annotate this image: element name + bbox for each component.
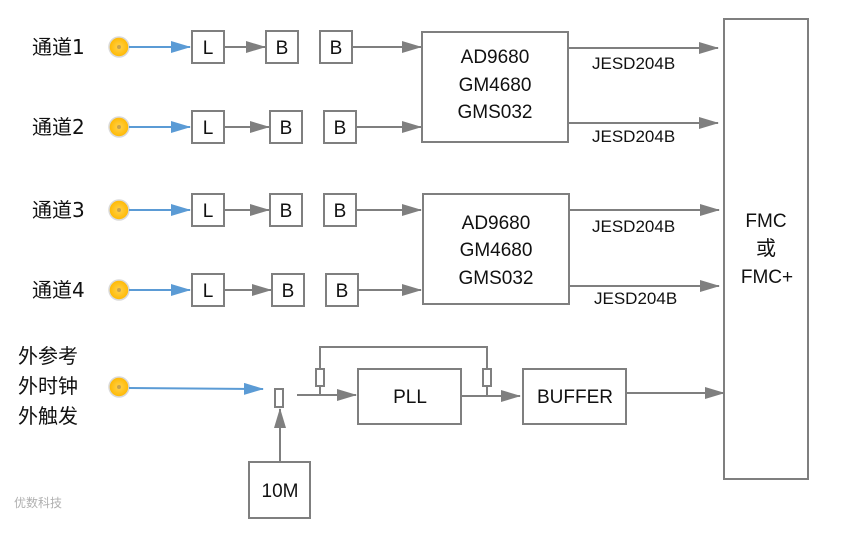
jesd-link-1-label: JESD204B (592, 54, 675, 73)
clock-switch (274, 388, 284, 408)
channel-label: 通道3 (32, 198, 85, 222)
stage-label: L (203, 201, 214, 222)
stage-label: B (330, 38, 343, 59)
stage-b2: B (319, 30, 353, 64)
adc-2-line-2: GM4680 (460, 240, 533, 261)
channel-label: 通道4 (32, 278, 85, 302)
adc-1-line-2: GM4680 (459, 75, 532, 96)
stage-label: B (336, 281, 349, 302)
stage-b1: B (271, 273, 305, 307)
adc-1-line-3: GMS032 (458, 102, 533, 123)
fmc-line-1: FMC (745, 211, 786, 232)
bypass-resistor-1 (315, 368, 325, 387)
stage-label: B (280, 201, 293, 222)
stage-label: B (276, 38, 289, 59)
stage-b2: B (323, 110, 357, 144)
pll-label: PLL (393, 387, 427, 408)
stage-label: B (282, 281, 295, 302)
channel-connector-icon (108, 279, 130, 301)
stage-l: L (191, 30, 225, 64)
stage-label: B (334, 201, 347, 222)
stage-b2: B (325, 273, 359, 307)
stage-l: L (191, 193, 225, 227)
stage-b2: B (323, 193, 357, 227)
bypass-resistor-2 (482, 368, 492, 387)
jesd-link-2-label: JESD204B (592, 127, 675, 146)
ref-10m-block: 10M (248, 461, 311, 519)
stage-label: L (203, 118, 214, 139)
stage-b1: B (269, 110, 303, 144)
stage-label: B (334, 118, 347, 139)
pll-block: PLL (357, 368, 462, 425)
buffer-label: BUFFER (537, 387, 613, 408)
stage-l: L (191, 273, 225, 307)
channel-1: 通道1 L B B (32, 30, 422, 64)
channel-3: 通道3 L B B (32, 193, 422, 227)
channel-label: 通道2 (32, 115, 85, 139)
stage-b1: B (265, 30, 299, 64)
bypass-path (319, 346, 488, 369)
external-label-line-2: 外时钟 (18, 374, 78, 398)
channel-4: 通道4 L B B (32, 273, 422, 307)
watermark: 优数科技 (14, 495, 62, 510)
fmc-connector-block: FMC 或 FMC+ (723, 18, 809, 480)
adc-2-line-1: AD9680 (462, 213, 531, 234)
stage-label: L (203, 38, 214, 59)
fmc-line-3: FMC+ (741, 267, 793, 288)
channel-label: 通道1 (32, 35, 85, 59)
adc-block-2: AD9680 GM4680 GMS032 (422, 193, 570, 305)
external-label-line-1: 外参考 (18, 344, 78, 368)
adc-block-1: AD9680 GM4680 GMS032 (421, 31, 569, 143)
stage-b1: B (269, 193, 303, 227)
stage-label: L (203, 281, 214, 302)
adc-2-line-3: GMS032 (459, 268, 534, 289)
jesd-link-3-label: JESD204B (592, 217, 675, 236)
channel-connector-icon (108, 116, 130, 138)
ref-10m-label: 10M (262, 481, 299, 502)
adc-1-line-1: AD9680 (461, 47, 530, 68)
channel-connector-icon (108, 199, 130, 221)
jesd-link-4-label: JESD204B (594, 289, 677, 308)
fmc-line-2: 或 (756, 236, 776, 260)
buffer-block: BUFFER (522, 368, 627, 425)
external-label-line-3: 外触发 (18, 404, 78, 428)
stage-label: B (280, 118, 293, 139)
stage-l: L (191, 110, 225, 144)
channel-2: 通道2 L B B (32, 110, 422, 144)
external-connector-icon (108, 376, 130, 398)
external-signal-arrow (128, 382, 264, 395)
channel-connector-icon (108, 36, 130, 58)
